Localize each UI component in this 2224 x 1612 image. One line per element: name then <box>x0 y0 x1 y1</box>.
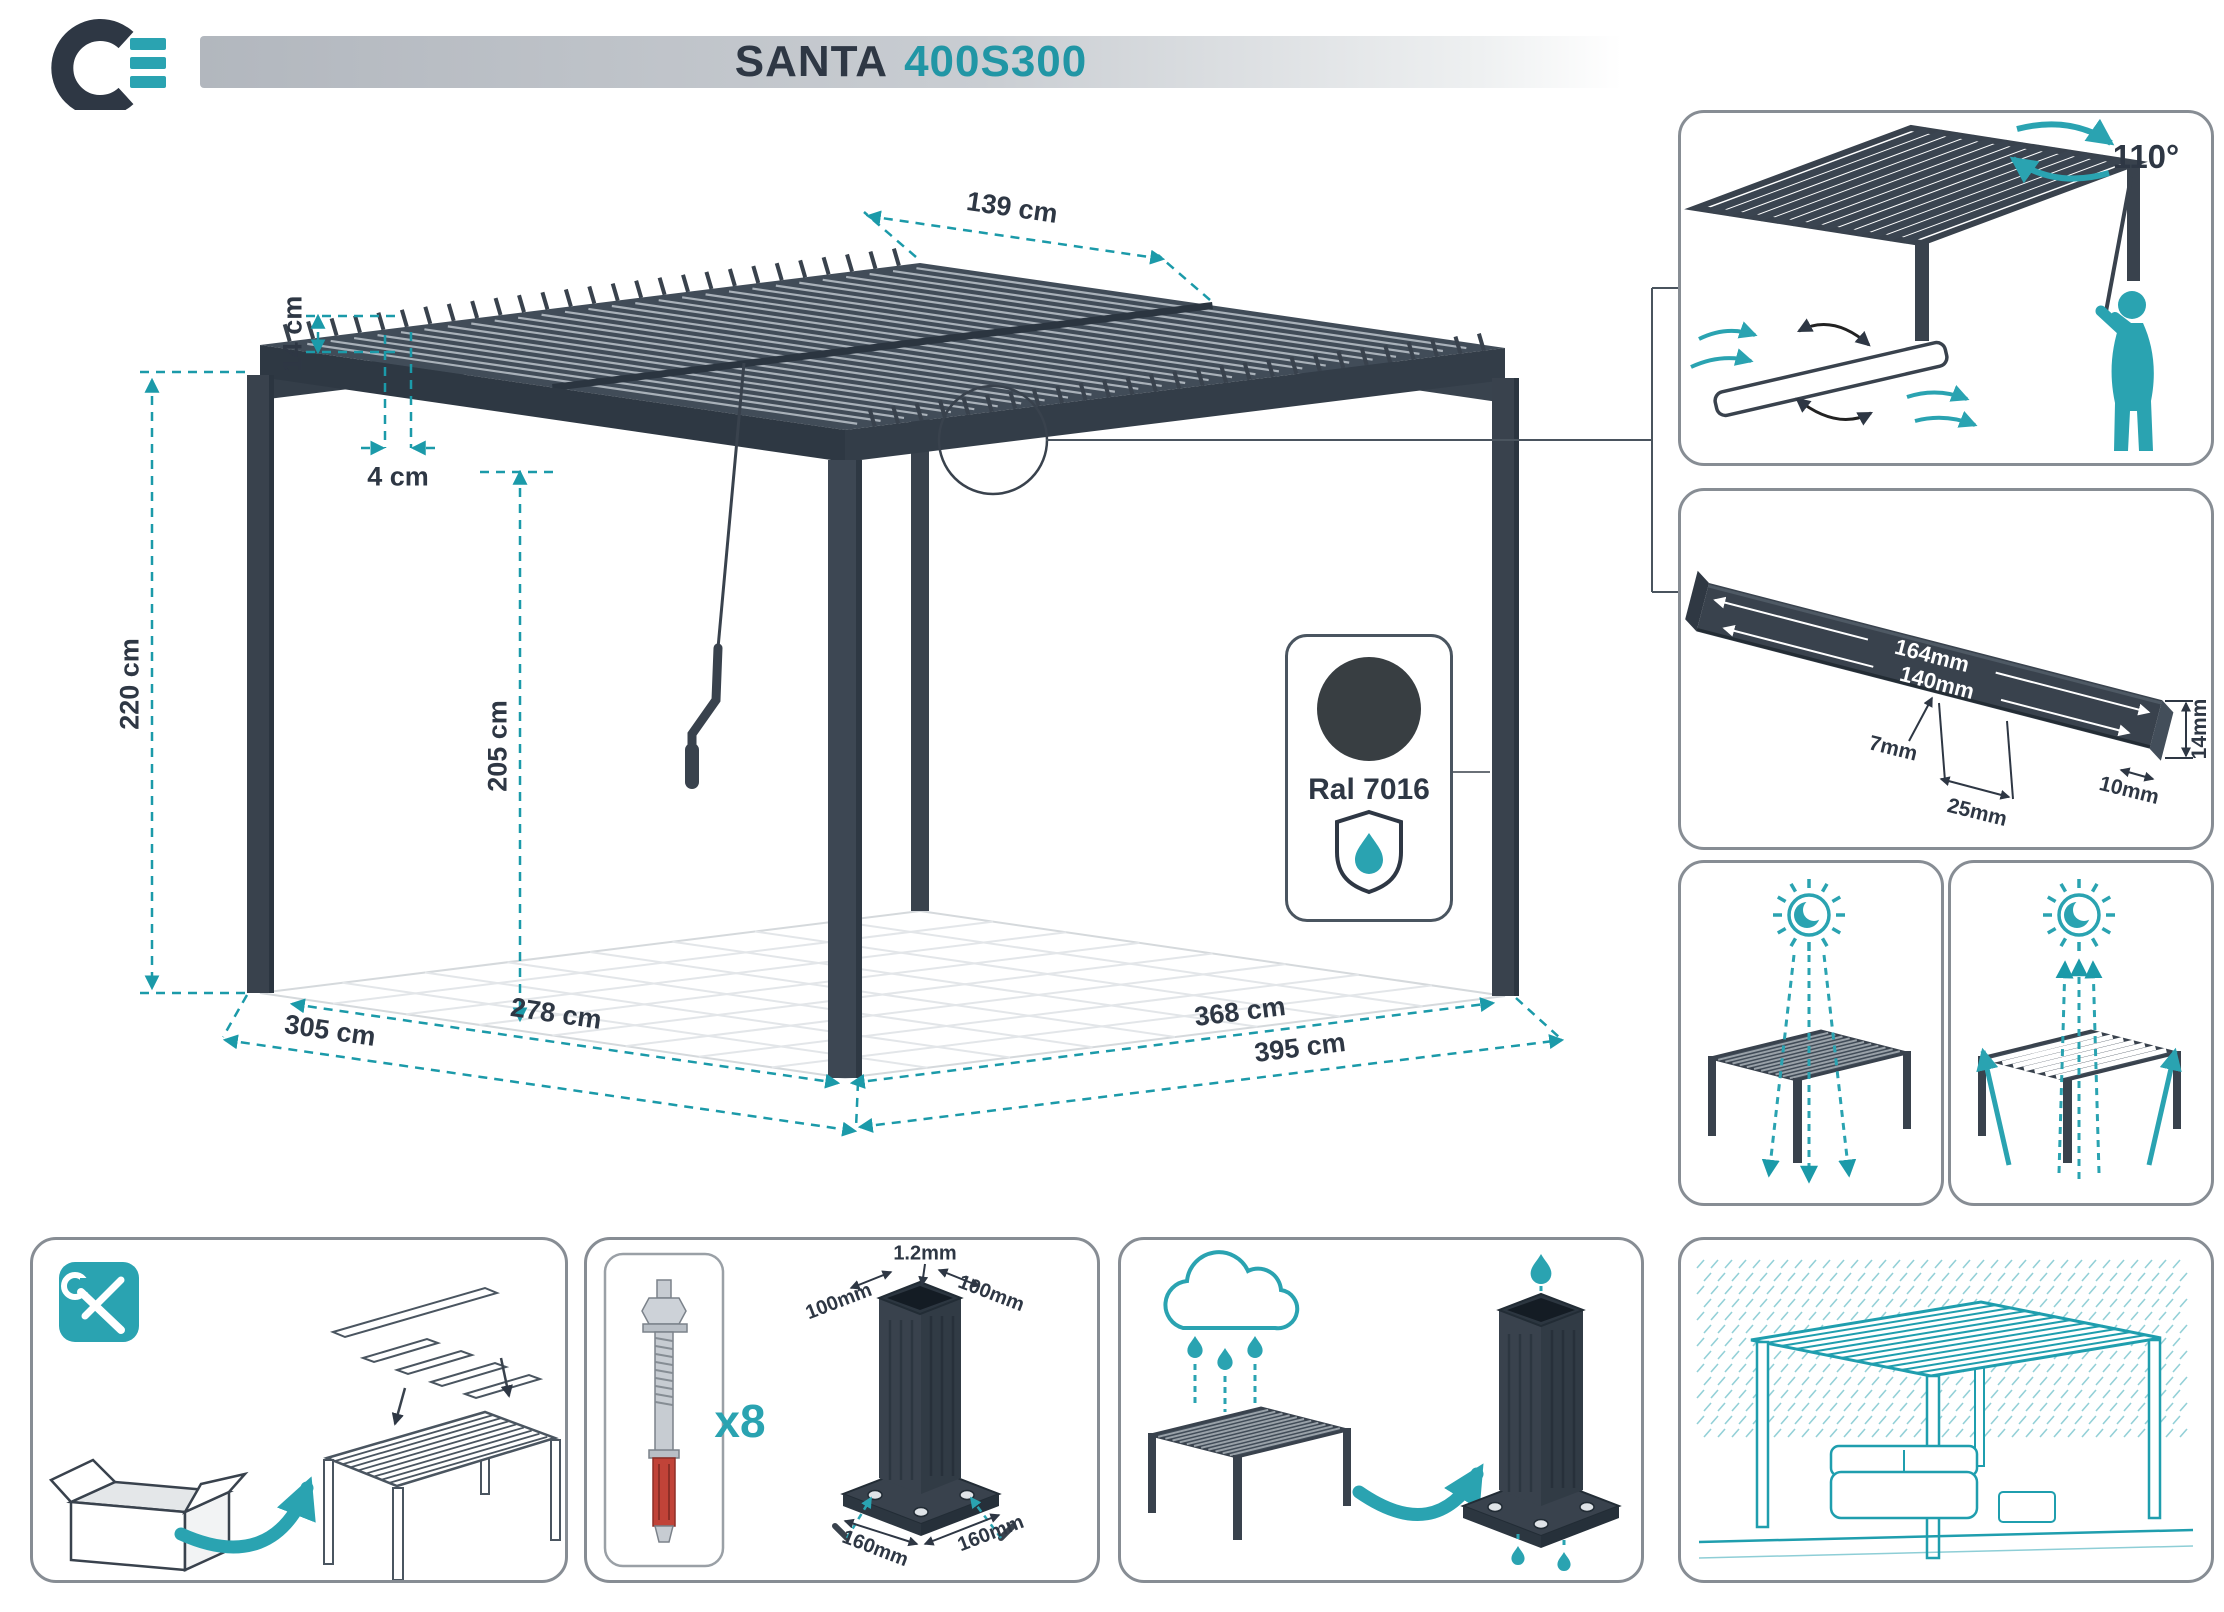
post-left <box>247 375 274 993</box>
mini-post-front <box>1915 241 1929 341</box>
louvered-roof <box>260 248 1505 462</box>
drainage-arrow <box>1352 1463 1484 1521</box>
panel-anchoring: x8 1.2mm 100mm 100mm 160mm 160mm <box>584 1237 1100 1583</box>
panel-louver-dimensions: 164mm 140mm 14mm 10mm 7mm 25mm <box>1678 488 2214 850</box>
sketch-furniture <box>1829 1444 2056 1523</box>
drainage-illustration <box>1148 1250 1622 1571</box>
dim-label-220: 220 cm <box>114 638 145 730</box>
waterproof-shield-icon <box>1335 809 1403 895</box>
page-title-code: 400S300 <box>904 37 1088 86</box>
packaging-box <box>48 1458 249 1572</box>
mini-pergola <box>1148 1406 1351 1540</box>
panel-drainage <box>1118 1237 1644 1583</box>
rotation-arrows-icon <box>2009 118 2115 184</box>
dimension-lines <box>140 210 1565 1137</box>
light-down-arrows <box>1761 954 1857 1184</box>
louver-blade-drawing <box>1685 570 2193 800</box>
drainage-post <box>1460 1292 1622 1548</box>
page-title: SANTA <box>734 37 889 86</box>
logo-c <box>51 19 134 110</box>
sun-moon-icon <box>2043 879 2115 951</box>
louver-blade <box>1685 570 2174 761</box>
ral-label: Ral 7016 <box>1308 773 1430 806</box>
wall-dim-label: 1.2mm <box>893 1242 957 1265</box>
title-bar: SANTA 400S300 <box>200 36 1622 88</box>
dim-label-14: 14 cm <box>277 295 308 373</box>
open-louvers-illustration <box>1976 879 2182 1179</box>
post-dim-lines <box>843 1263 1001 1547</box>
dim-label-205: 205 cm <box>482 700 513 792</box>
sun-moon-icon <box>1773 879 1845 951</box>
rain-drops <box>1187 1336 1263 1412</box>
panel-louver-rotation: 110° <box>1678 110 2214 466</box>
panel-louvers-open <box>1948 860 2214 1206</box>
tools-icon <box>59 1262 139 1342</box>
dim-label-4: 4 cm <box>367 461 429 492</box>
ral-badge: Ral 7016 <box>1285 634 1453 922</box>
rotation-angle-label: 110° <box>2112 138 2180 175</box>
post-front <box>828 460 862 1078</box>
wind-arrows-icon <box>1690 321 1978 428</box>
ral-color-swatch <box>1317 657 1421 761</box>
post-back <box>911 322 929 911</box>
crank-rod <box>2103 176 2133 318</box>
anchoring-illustration <box>603 1252 1016 1568</box>
mini-table-closed <box>1708 1029 1911 1163</box>
rotation-illustration <box>1684 118 2154 451</box>
person-figure <box>2095 291 2154 451</box>
tilt-arrows-icon <box>1795 318 1873 426</box>
blade-dim-arrows <box>1713 596 2151 737</box>
assembly-arrow <box>174 1476 316 1554</box>
mini-post-right <box>2127 163 2140 281</box>
post-section <box>840 1280 1002 1536</box>
crank-handle <box>685 362 746 789</box>
panel-louvers-closed <box>1678 860 1944 1206</box>
assembly-illustration <box>48 1262 561 1580</box>
closed-louvers-illustration <box>1708 879 1911 1184</box>
water-drop-icon <box>1355 833 1383 874</box>
anchor-qty-label: x8 <box>714 1395 766 1447</box>
logo-bars-icon <box>130 38 166 88</box>
post-right <box>1492 378 1519 996</box>
louver-blade-section <box>1713 340 1949 418</box>
blade-outer-dims <box>1908 696 2193 800</box>
exploded-pergola <box>323 1286 561 1580</box>
drainage-water <box>1511 1254 1571 1571</box>
panel-garden-sketch <box>1678 1237 2214 1583</box>
blade-height-label: 14mm <box>2188 698 2211 760</box>
garden-sketch <box>1696 1259 2194 1560</box>
brand-logo <box>51 19 166 110</box>
sketch-pergola <box>1698 1300 2194 1560</box>
detail-connector-lines <box>1046 287 1678 593</box>
rain-cloud-icon <box>1163 1250 1300 1331</box>
panel-assembly <box>30 1237 568 1583</box>
anchor-bolt <box>641 1279 688 1543</box>
air-up-arrows <box>2055 958 2103 1179</box>
vent-side-arrows <box>1976 1047 2182 1166</box>
